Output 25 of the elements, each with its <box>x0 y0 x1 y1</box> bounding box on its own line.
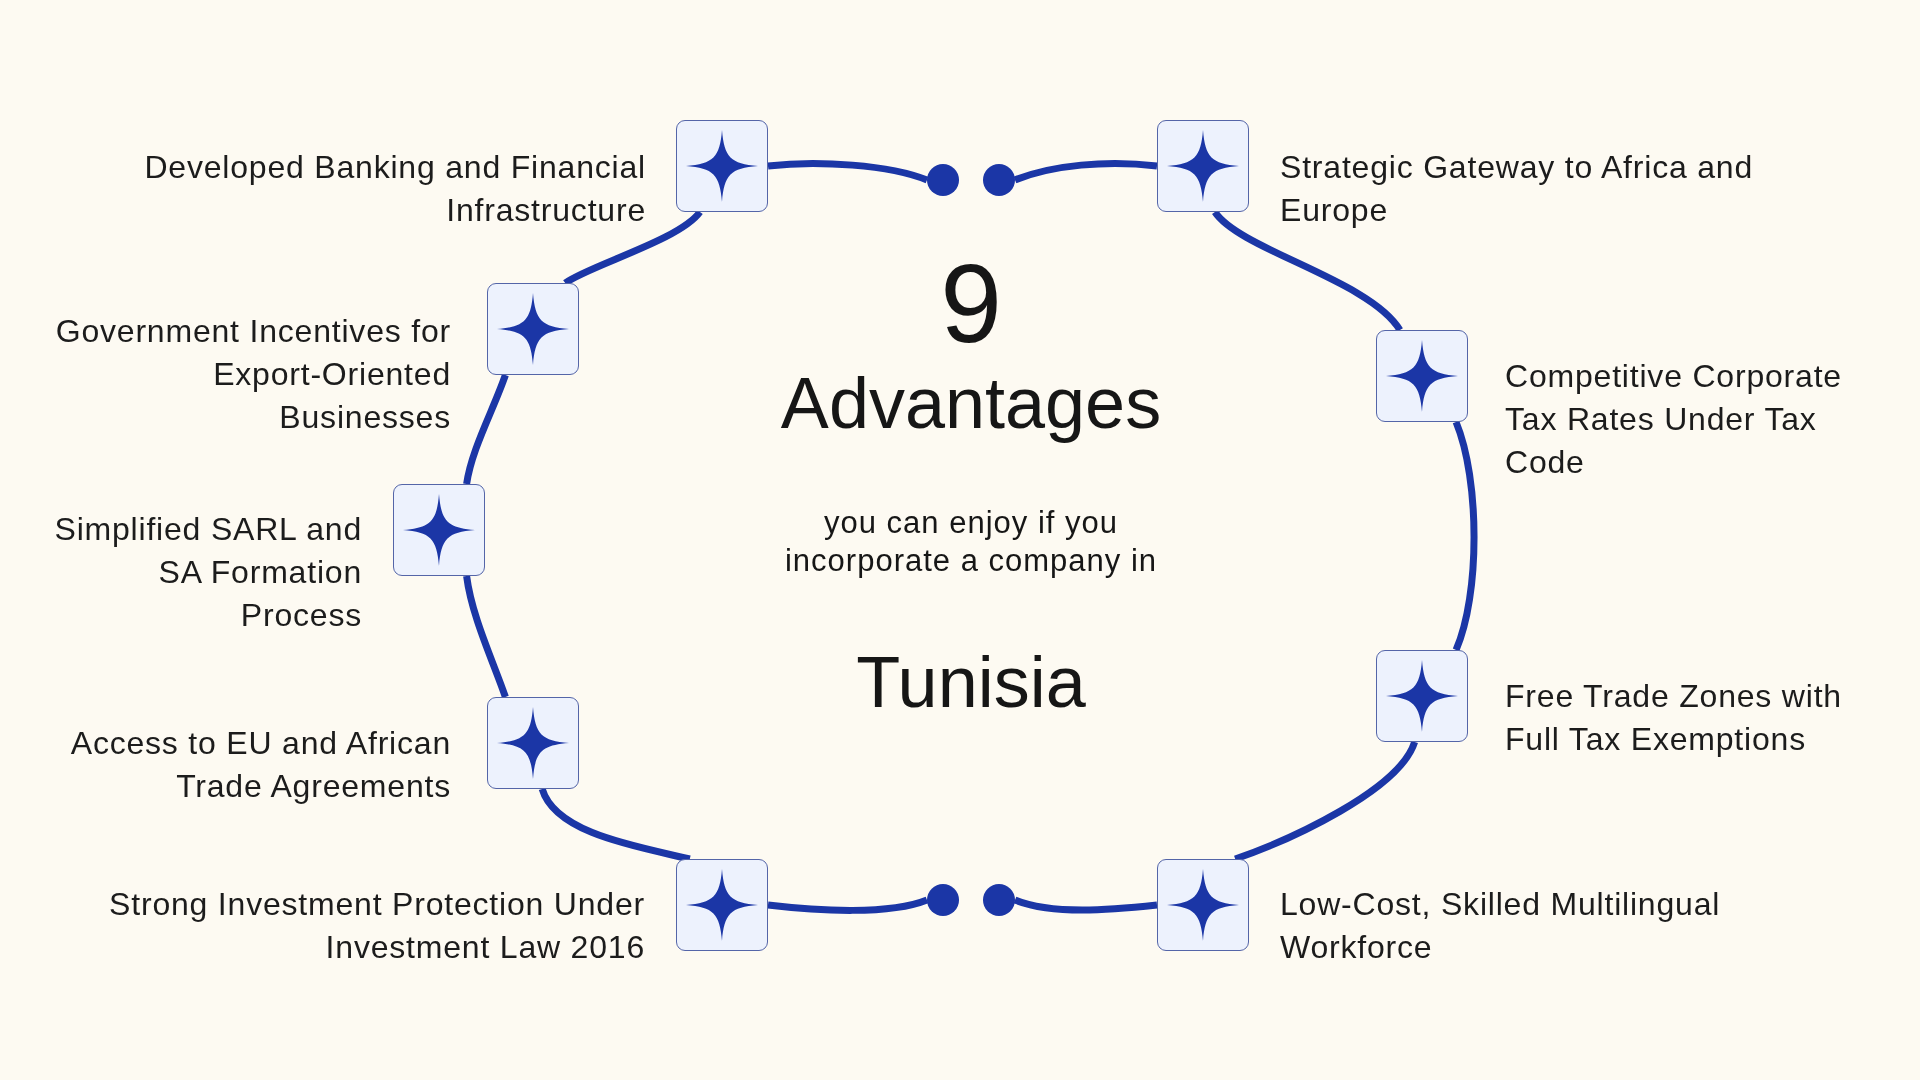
ring-line <box>463 373 509 485</box>
advantage-text: Free Trade Zones with Full Tax Exemptions <box>1505 677 1843 759</box>
advantage-text: Developed Banking and Financial Infrastructure <box>143 148 646 230</box>
ring-line <box>1013 160 1158 184</box>
dot-icon <box>927 164 959 196</box>
dot-icon <box>983 884 1015 916</box>
advantage-text: Access to EU and African Trade Agreements <box>69 724 451 806</box>
country-name: Tunisia <box>856 641 1086 724</box>
ring-line <box>463 575 509 699</box>
ring-line <box>767 160 929 184</box>
ring-line <box>1212 209 1403 333</box>
advantage-text: Strong Investment Protection Under Investment Law 2016 <box>108 885 645 967</box>
ring-line <box>767 896 929 914</box>
advantage-text: Competitive Corporate Tax Rates Under Tax Code <box>1505 357 1843 482</box>
ring-line <box>1452 420 1478 652</box>
dot-icon <box>983 164 1015 196</box>
advantage-text: Simplified SARL and SA Formation Process <box>53 510 362 635</box>
ring-line <box>539 787 691 863</box>
ring-line <box>563 209 703 286</box>
advantage-text: Strategic Gateway to Africa and Europe <box>1280 148 1755 230</box>
advantage-text: Low-Cost, Skilled Multilingual Workforce <box>1280 885 1722 967</box>
dot-icon <box>927 884 959 916</box>
subtitle: you can enjoy if you incorporate a company in <box>784 504 1158 579</box>
ring-line <box>1013 896 1158 914</box>
advantage-text: Government Incentives for Export-Oriented Businesses <box>54 312 451 437</box>
